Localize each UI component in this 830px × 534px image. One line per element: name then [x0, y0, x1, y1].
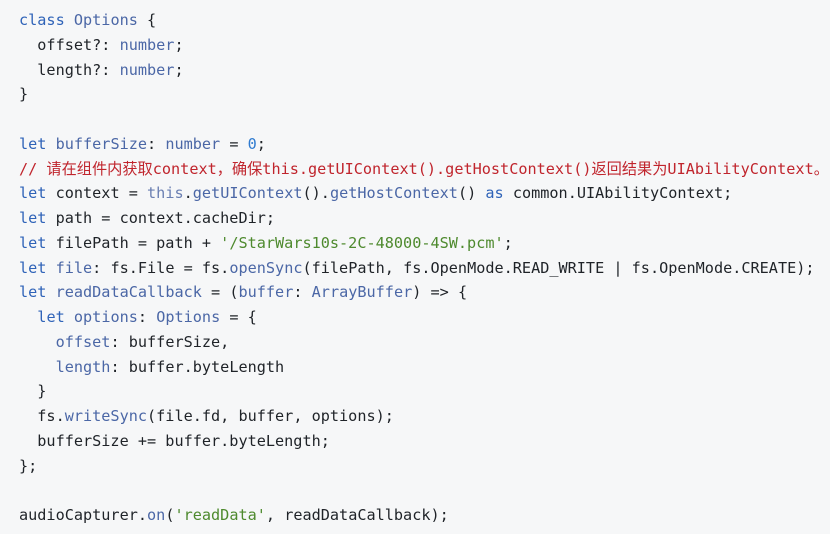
code-token: context =: [46, 184, 148, 203]
code-token: (filePath, fs.OpenMode.READ_WRITE | fs.O…: [302, 258, 815, 277]
code-token: : buffer.byteLength: [110, 357, 285, 376]
code-token: let: [19, 258, 47, 277]
code-token: ;: [174, 60, 184, 79]
code-token: buffer: [238, 283, 294, 302]
code-token: :: [293, 283, 312, 302]
code-token: };: [19, 456, 38, 475]
code-token: 0: [247, 134, 257, 153]
code-token: filePath = path +: [46, 233, 221, 252]
code-token: let: [19, 209, 47, 227]
code-token: = {: [220, 308, 257, 326]
code-token: ;: [503, 233, 513, 252]
code-token: .: [183, 184, 193, 203]
code-line: [19, 478, 830, 503]
code-token: number: [165, 134, 221, 153]
code-token: ;: [256, 134, 266, 153]
code-token: this: [147, 184, 184, 203]
code-token: [46, 259, 55, 277]
code-line: length?: number;: [19, 58, 830, 83]
code-token: [46, 283, 55, 301]
code-token: Options: [156, 308, 221, 326]
code-token: 'readData': [174, 506, 266, 524]
code-token: getUIContext: [192, 184, 303, 203]
code-token: offset?:: [19, 35, 120, 54]
code-token: openSync: [229, 258, 303, 277]
code-token: ;: [174, 35, 184, 54]
code-token: {: [137, 11, 157, 29]
code-token: bufferSize: [55, 134, 148, 153]
code-token: let: [19, 134, 47, 153]
code-line: let context = this.getUIContext().getHos…: [19, 181, 830, 206]
code-token: let: [19, 283, 47, 302]
code-line: offset?: number;: [19, 33, 830, 58]
code-token: class: [19, 11, 65, 29]
code-line: }: [19, 379, 830, 404]
code-token: common.UIAbilityContext;: [503, 184, 733, 203]
code-token: = (: [201, 283, 239, 302]
code-token: path = context.cacheDir;: [46, 209, 276, 227]
code-token: (: [165, 506, 175, 524]
code-token: let: [37, 308, 65, 326]
code-line: [19, 107, 830, 132]
code-token: bufferSize += buffer.byteLength;: [19, 431, 330, 450]
code-token: [65, 308, 74, 326]
code-token: (file.fd, buffer, options);: [147, 407, 394, 425]
code-token: , readDataCallback);: [265, 506, 449, 524]
code-line: let path = context.cacheDir;: [19, 206, 830, 231]
code-line: fs.writeSync(file.fd, buffer, options);: [19, 404, 830, 429]
code-token: [65, 11, 74, 29]
code-token: :: [147, 134, 166, 153]
code-token: length?:: [19, 60, 120, 79]
code-token: // 请在组件内获取context，确保this.getUIContext().…: [19, 159, 829, 178]
code-token: getHostContext: [329, 184, 458, 203]
code-line: };: [19, 454, 830, 479]
code-token: [19, 308, 37, 326]
code-token: : fs.File = fs.: [92, 258, 230, 277]
code-token: on: [147, 506, 166, 524]
code-token: fs.: [19, 407, 65, 425]
code-token: [19, 333, 56, 351]
code-token: ().: [302, 184, 330, 203]
code-line: length: buffer.byteLength: [19, 355, 830, 380]
code-token: : bufferSize,: [110, 332, 230, 351]
code-token: length: [55, 357, 111, 376]
code-token: number: [119, 60, 175, 79]
code-line: let bufferSize: number = 0;: [19, 132, 830, 157]
code-line: audioCapturer.on('readData', readDataCal…: [19, 503, 830, 528]
code-token: [46, 135, 55, 153]
code-token: number: [119, 35, 175, 54]
code-token: Options: [73, 11, 138, 29]
code-token: (): [457, 184, 486, 203]
code-token: writeSync: [64, 407, 148, 425]
code-line: let file: fs.File = fs.openSync(filePath…: [19, 256, 830, 281]
code-token: =: [220, 134, 248, 153]
code-token: file: [55, 258, 93, 277]
code-token: let: [19, 233, 47, 252]
code-token: offset: [55, 332, 111, 351]
code-token: options: [73, 308, 138, 326]
code-token: ) => {: [412, 283, 468, 302]
code-line: class Options {: [19, 8, 830, 33]
code-line: // 请在组件内获取context，确保this.getUIContext().…: [19, 157, 830, 182]
code-line: bufferSize += buffer.byteLength;: [19, 429, 830, 454]
code-token: as: [485, 184, 504, 203]
code-token: [19, 358, 56, 376]
code-token: }: [19, 85, 29, 104]
code-token: let: [19, 184, 47, 203]
code-token: audioCapturer.: [19, 506, 148, 524]
code-line: offset: bufferSize,: [19, 330, 830, 355]
code-token: :: [137, 308, 157, 326]
code-lines: class Options { offset?: number; length?…: [19, 8, 830, 528]
code-token: ArrayBuffer: [311, 283, 413, 302]
code-line: let filePath = path + '/StarWars10s-2C-4…: [19, 231, 830, 256]
code-line: }: [19, 82, 830, 107]
code-line: let options: Options = {: [19, 305, 830, 330]
code-token: '/StarWars10s-2C-48000-4SW.pcm': [220, 233, 504, 252]
code-line: let readDataCallback = (buffer: ArrayBuf…: [19, 280, 830, 305]
code-token: }: [19, 382, 47, 401]
code-token: readDataCallback: [55, 283, 202, 302]
